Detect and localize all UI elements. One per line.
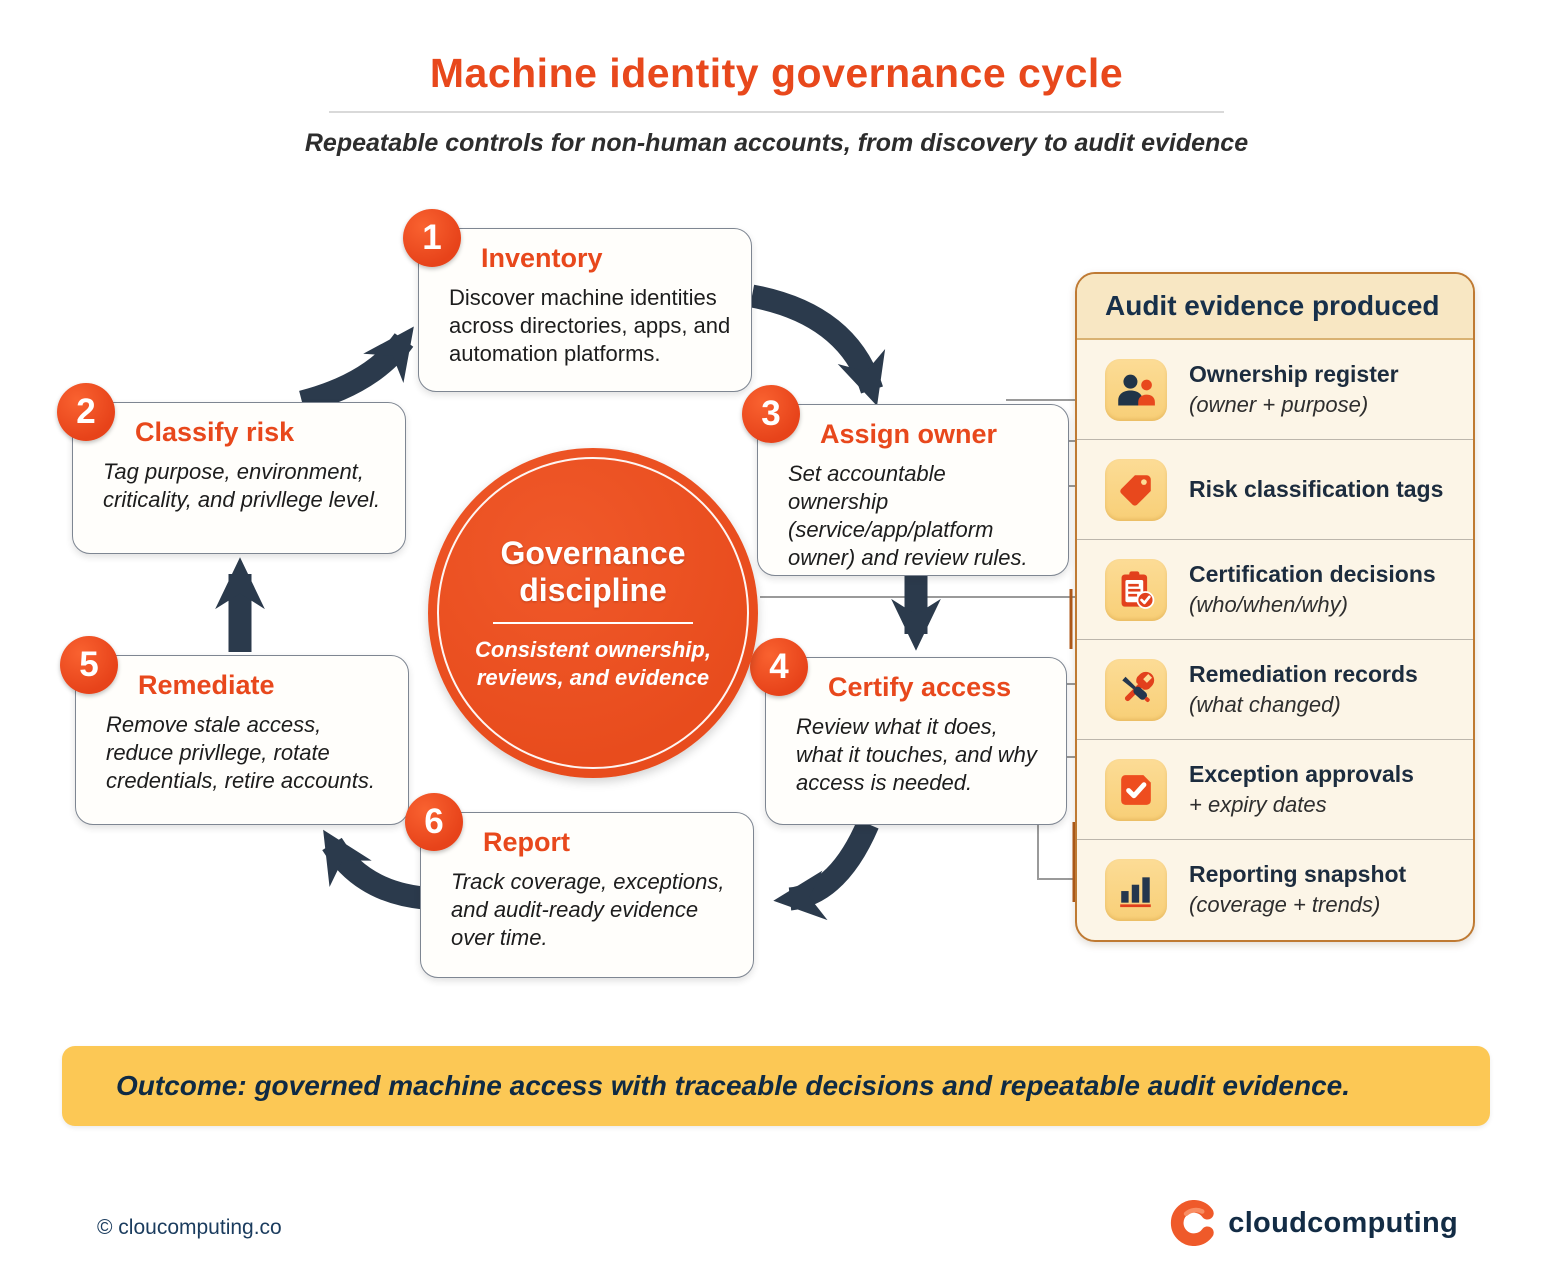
step-box-inventory: 1 Inventory Discover machine identities …	[403, 209, 752, 392]
outcome-text: Outcome: governed machine access with tr…	[116, 1070, 1350, 1101]
header: Machine identity governance cycle Repeat…	[0, 50, 1553, 158]
bar-chart-icon	[1105, 858, 1167, 921]
step-number: 1	[422, 218, 442, 257]
step-number: 6	[424, 802, 444, 841]
step-body: Track coverage, exceptions, and audit-re…	[451, 869, 725, 951]
people-icon	[1105, 358, 1167, 421]
title-divider	[329, 111, 1224, 113]
page-subtitle: Repeatable controls for non-human accoun…	[304, 129, 1249, 157]
evidence-item-certification-decisions: Certification decisions (who/when/why)	[1077, 539, 1473, 639]
evidence-label: Reporting snapshot	[1189, 860, 1407, 887]
evidence-label: Ownership register	[1189, 360, 1399, 387]
brand-name: cloudcomputing	[1228, 1206, 1458, 1239]
step-number: 3	[761, 394, 781, 433]
step-number: 5	[79, 645, 99, 684]
step-number-badge: 5	[60, 636, 118, 694]
step-number: 4	[769, 647, 789, 686]
step-box-assign-owner: 3 Assign owner Set accountable ownership…	[742, 385, 1069, 576]
tag-icon	[1105, 458, 1167, 521]
check-square-icon	[1105, 758, 1167, 821]
step-body: Remove stale access, reduce privllege, r…	[106, 712, 376, 794]
step-body: Tag purpose, environment, criticality, a…	[103, 459, 381, 513]
step-title: Classify risk	[135, 417, 295, 447]
brand-c-icon	[1171, 1200, 1214, 1246]
step-number-badge: 1	[403, 209, 461, 267]
arrow-step2-to-step1	[299, 326, 414, 414]
evidence-item-ownership-register: Ownership register (owner + purpose)	[1077, 340, 1473, 439]
evidence-label: Exception approvals	[1189, 760, 1414, 787]
step-number-badge: 2	[57, 383, 115, 441]
evidence-item-exception-approvals: Exception approvals + expiry dates	[1077, 739, 1473, 839]
hub-subtitle: Consistent ownership, reviews, and evide…	[475, 637, 711, 690]
step-body: Review what it does, what it touches, an…	[796, 714, 1037, 796]
step-box-remediate: 5 Remediate Remove stale access, reduce …	[60, 636, 409, 825]
arrow-step1-to-step3	[749, 284, 886, 406]
hub-divider	[493, 622, 693, 625]
brand-logo: cloudcomputing	[1170, 1200, 1458, 1246]
step-title: Assign owner	[820, 419, 998, 449]
copyright-text: © cloucomputing.co	[97, 1216, 282, 1239]
step-title: Certify access	[828, 672, 1012, 702]
evidence-sublabel: (what changed)	[1189, 691, 1341, 717]
hub-title: Governance discipline	[500, 534, 686, 608]
evidence-label: Risk classification tags	[1189, 475, 1444, 502]
step-number: 2	[76, 392, 96, 431]
evidence-item-reporting-snapshot: Reporting snapshot (coverage + trends)	[1077, 839, 1473, 939]
step-title: Remediate	[138, 670, 275, 700]
step-box-report: 6 Report Track coverage, exceptions, and…	[405, 793, 754, 978]
step-number-badge: 3	[742, 385, 800, 443]
evidence-item-risk-tags: Risk classification tags	[1077, 439, 1473, 539]
page-title: Machine identity governance cycle	[429, 50, 1124, 96]
step-box-classify-risk: 2 Classify risk Tag purpose, environment…	[57, 383, 406, 554]
step-body: Set accountable ownership (service/app/p…	[788, 461, 1028, 571]
arrow-step6-to-step5	[322, 829, 426, 910]
step-title: Inventory	[481, 243, 603, 273]
evidence-sublabel: + expiry dates	[1189, 791, 1327, 817]
evidence-sublabel: (who/when/why)	[1189, 591, 1348, 617]
step-box-certify-access: 4 Certify access Review what it does, wh…	[750, 638, 1067, 825]
step-number-badge: 6	[405, 793, 463, 851]
evidence-label: Certification decisions	[1189, 560, 1436, 587]
step-body: Discover machine identities across direc…	[449, 285, 731, 367]
tools-icon	[1105, 658, 1167, 721]
audit-evidence-panel: Audit evidence produced Ownership regist…	[1075, 272, 1475, 942]
step-title: Report	[483, 827, 570, 857]
governance-discipline-hub: Governance discipline Consistent ownersh…	[428, 448, 758, 778]
evidence-item-remediation-records: Remediation records (what changed)	[1077, 639, 1473, 739]
outcome-banner: Outcome: governed machine access with tr…	[62, 1046, 1490, 1126]
step-number-badge: 4	[750, 638, 808, 696]
clipboard-check-icon	[1105, 558, 1167, 621]
evidence-label: Remediation records	[1189, 660, 1418, 687]
evidence-sublabel: (coverage + trends)	[1189, 891, 1381, 917]
evidence-sublabel: (owner + purpose)	[1189, 391, 1369, 417]
panel-title: Audit evidence produced	[1077, 274, 1473, 340]
arrow-step4-to-step6	[773, 819, 879, 921]
